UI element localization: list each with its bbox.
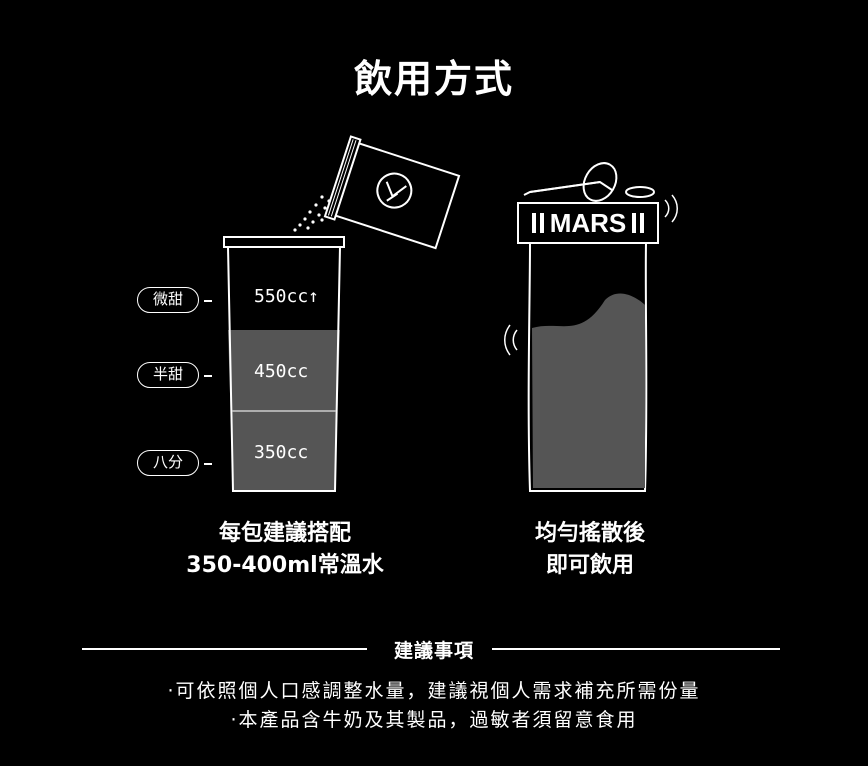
level-dash: [204, 375, 212, 377]
shaker-bottle-icon: [504, 162, 678, 492]
page-title: 飲用方式: [353, 57, 514, 101]
note-1: ·可依照個人口感調整水量，建議視個人需求補充所需份量: [167, 680, 701, 702]
volume-label-2: 450cc: [254, 361, 309, 382]
sweetness-label-1: 微甜: [137, 287, 199, 313]
measuring-cup-icon: [223, 236, 345, 492]
powder-sachet-icon: [323, 135, 461, 250]
right-caption-line1: 均勻搖散後: [534, 521, 645, 546]
level-dash: [204, 300, 212, 302]
divider-right: [492, 648, 780, 650]
shaker-brand-label: MARS: [550, 208, 627, 238]
notes-title: 建議事項: [393, 640, 474, 662]
divider-left: [82, 648, 367, 650]
note-2: ·本產品含牛奶及其製品，過敏者須留意食用: [230, 709, 638, 731]
left-caption-line1: 每包建議搭配: [218, 521, 351, 546]
volume-label-3: 350cc: [254, 442, 309, 463]
powder-particles-icon: [293, 195, 331, 232]
right-caption: 均勻搖散後 即可飲用: [490, 518, 690, 582]
level-dash: [204, 463, 212, 465]
volume-label-1: 550cc↑: [254, 286, 320, 307]
sweetness-label-2: 半甜: [137, 362, 199, 388]
right-caption-line2: 即可飲用: [545, 553, 634, 578]
left-caption-line2: 350-400ml常溫水: [186, 553, 384, 578]
left-caption: 每包建議搭配 350-400ml常溫水: [150, 518, 420, 582]
sweetness-label-3: 八分: [137, 450, 199, 476]
